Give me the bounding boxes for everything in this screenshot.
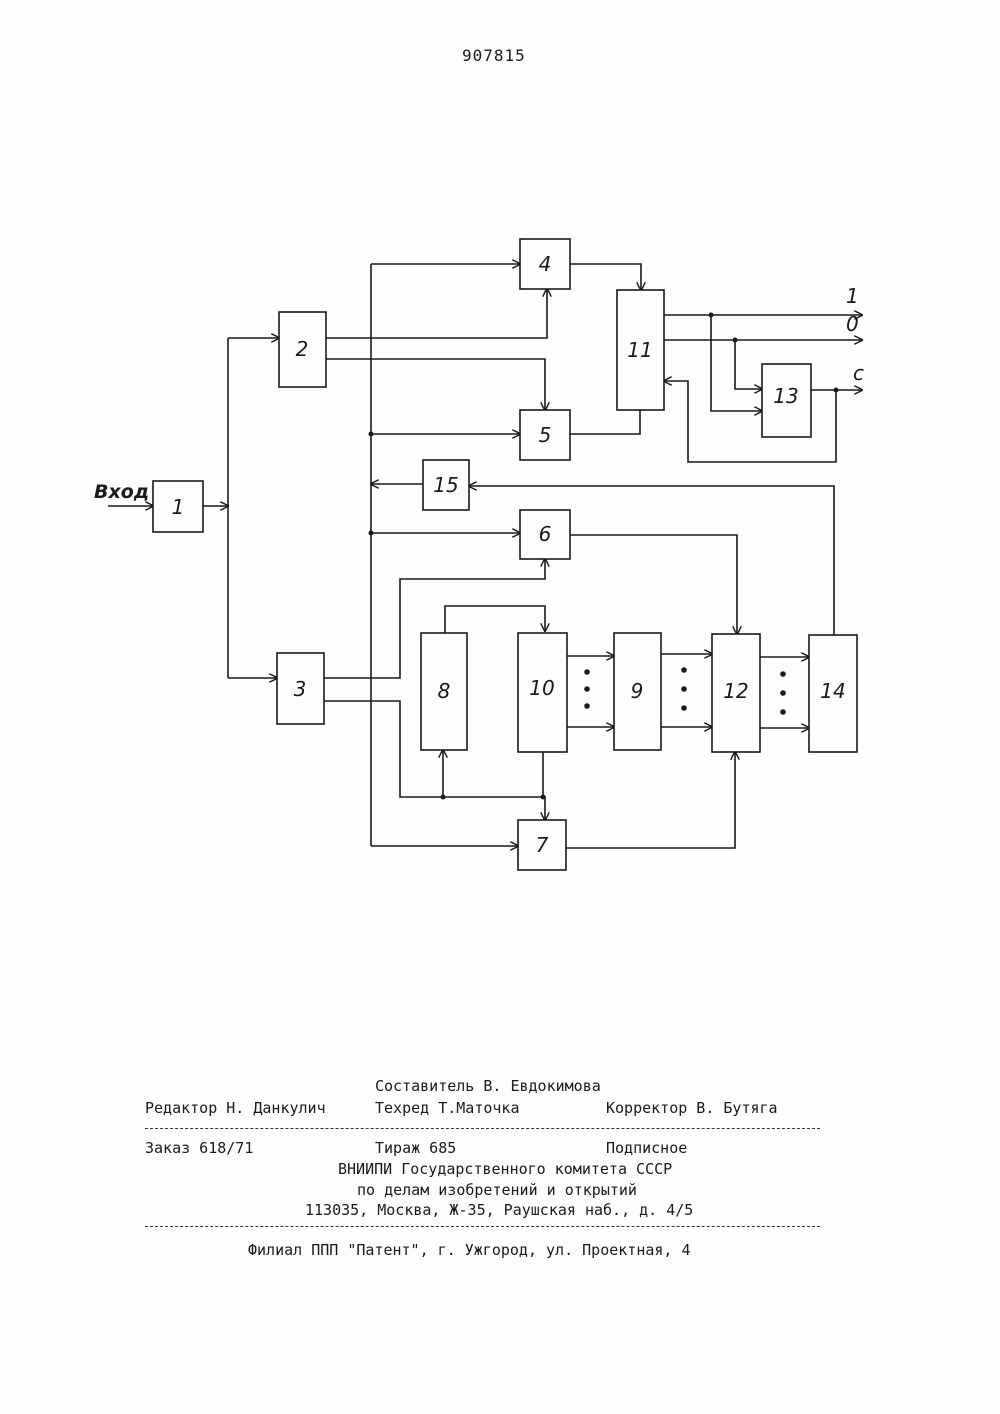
block-12-label: 12: [723, 679, 748, 703]
composer-line: Составитель В. Евдокимова: [375, 1077, 601, 1095]
block-7: 7: [518, 820, 566, 870]
block-1-label: 1: [172, 495, 185, 519]
org-line-1: ВНИИПИ Государственного комитета СССР: [338, 1160, 672, 1178]
block-4: 4: [520, 239, 570, 289]
block-2: 2: [279, 312, 326, 387]
block-3: 3: [277, 653, 324, 724]
output-label-1: 1: [846, 284, 859, 308]
block-8-label: 8: [438, 679, 451, 703]
block-6-label: 6: [539, 522, 552, 546]
corrector-line: Корректор В. Бутяга: [606, 1099, 778, 1117]
block-7-label: 7: [536, 833, 549, 857]
divider-bottom: [145, 1226, 820, 1227]
block-11-label: 11: [627, 338, 652, 362]
block-6: 6: [520, 510, 570, 559]
block-14-label: 14: [820, 679, 845, 703]
org-line-2: по делам изобретений и открытий: [357, 1181, 637, 1199]
block-14: 14: [809, 635, 857, 752]
block-4-label: 4: [539, 252, 552, 276]
order-line: Заказ 618/71: [145, 1139, 253, 1157]
block-2-label: 2: [296, 337, 309, 361]
editor-line: Редактор Н. Данкулич: [145, 1099, 326, 1117]
block-15-label: 15: [433, 473, 458, 497]
subscription-line: Подписное: [606, 1139, 687, 1157]
branch-line: Филиал ППП "Патент", г. Ужгород, ул. Про…: [248, 1241, 691, 1259]
block-10-label: 10: [529, 676, 554, 700]
block-12: 12: [712, 634, 760, 752]
divider-top: [145, 1128, 820, 1129]
block-9: 9: [614, 633, 661, 750]
block-13-label: 13: [773, 384, 798, 408]
techred-line: Техред Т.Маточка: [375, 1099, 520, 1117]
input-label: Вход: [94, 481, 149, 503]
block-13: 13: [762, 364, 811, 437]
address-line: 113035, Москва, Ж-35, Раушская наб., д. …: [305, 1201, 693, 1219]
block-8: 8: [421, 633, 467, 750]
output-label-c: c: [853, 361, 864, 385]
circulation-line: Тираж 685: [375, 1139, 456, 1157]
block-9-label: 9: [631, 679, 644, 703]
block-3-label: 3: [294, 677, 307, 701]
block-11: 11: [617, 290, 664, 410]
block-5-label: 5: [539, 423, 552, 447]
block-10: 10: [518, 633, 567, 752]
block-15: 15: [423, 460, 469, 510]
output-label-0: 0: [846, 312, 859, 336]
block-5: 5: [520, 410, 570, 460]
block-1: 1: [153, 481, 203, 532]
connection-lines: [108, 264, 862, 848]
